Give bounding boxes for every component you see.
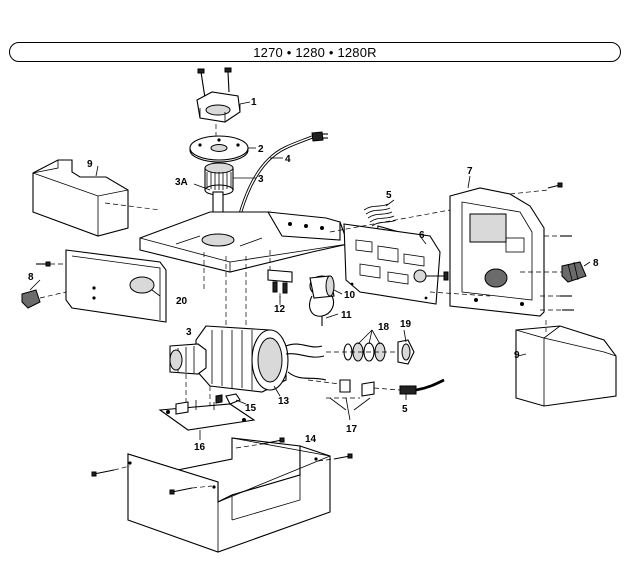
part-16-bracket [158,400,256,431]
callout-18: 18 [378,322,390,333]
callout-1: 1 [251,97,257,108]
callout-12: 12 [274,304,286,315]
callout-3: 3 [258,174,264,185]
part-7-right-end-panel [329,182,574,317]
model-header: 1270 • 1280 • 1280R [9,42,621,62]
callout-20: 20 [176,296,188,307]
callout-10: 10 [344,290,356,301]
part-4-power-cord [234,131,328,231]
callout-19: 19 [400,319,412,330]
part-17-terminal-connectors [307,379,375,411]
part-12-limit-switch [267,269,293,305]
part-1-cover-bracket [196,67,241,140]
callout-15: 15 [245,403,257,414]
callout-17: 17 [346,424,358,435]
callout-7: 7 [467,166,473,177]
callout-16: 16 [194,442,206,453]
model-numbers: 1270 • 1280 • 1280R [253,45,377,60]
part-2-drive-plate [189,135,249,163]
part-8-right-knob [520,261,587,283]
chassis-base-plate [139,211,349,330]
callout-6: 6 [419,230,425,241]
part-10-capacitor [309,275,335,326]
part-8-left-knob [21,289,67,309]
callout-9-left: 9 [87,159,93,170]
part-15-nut [215,393,241,405]
part-20-side-plate [36,249,167,323]
callout-8-right: 8 [593,258,599,269]
callout-14: 14 [305,434,317,445]
callout-9-right: 9 [514,350,520,361]
callout-4: 4 [285,154,291,165]
callout-8-left: 8 [28,272,34,283]
part-9-right-end-cover [515,320,617,407]
part-9-left-end-panel [32,159,161,237]
part-13-motor [169,325,327,408]
callout-13: 13 [278,396,290,407]
callout-3-lower: 3 [186,327,192,338]
part-19-end-cap [397,339,415,365]
part-14-bottom-cover [91,437,353,553]
part-5-lower-cable [373,378,445,395]
callout-labels: 1 2 3 3A 3 4 5 5 6 7 8 8 9 9 10 11 12 13… [28,97,599,453]
part-6-logic-board [343,223,449,305]
callout-11: 11 [341,310,352,321]
leader-lines [29,101,591,440]
part-18-pulley-set [326,342,400,362]
callout-5-lower: 5 [402,404,408,415]
callout-5-top: 5 [386,190,392,201]
callout-2: 2 [258,144,264,155]
callout-3a: 3A [175,177,188,188]
